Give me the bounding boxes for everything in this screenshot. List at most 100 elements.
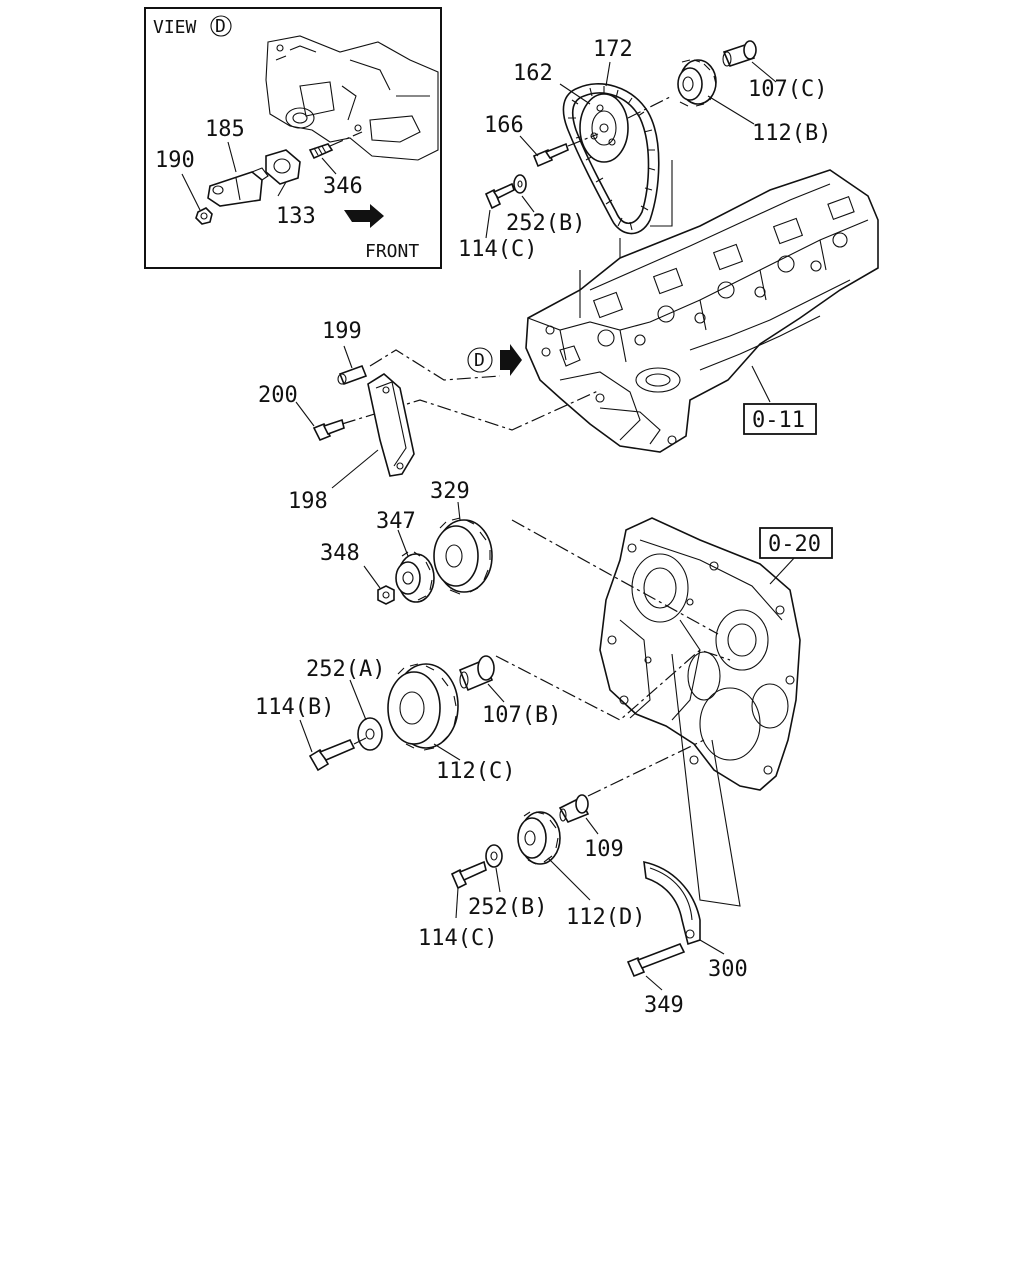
label-107b: 107(B) — [482, 703, 561, 728]
label-112d: 112(D) — [566, 905, 645, 930]
bolt-114c-bottom — [450, 860, 487, 890]
leader-349 — [645, 975, 663, 991]
view-marker-circle — [467, 347, 493, 373]
leader-252b-bottom — [495, 867, 501, 893]
chain-guide-300 — [643, 860, 701, 946]
bolt-114c-top — [484, 182, 515, 210]
gear-112b — [677, 59, 717, 107]
label-329: 329 — [430, 479, 470, 504]
leader-112d — [547, 857, 591, 901]
cam-sprocket-162 — [579, 93, 629, 163]
front-arrow-icon — [344, 204, 384, 228]
leader-114b — [299, 719, 313, 753]
leader-114c-top — [485, 209, 491, 239]
label-349: 349 — [644, 993, 684, 1018]
label-185: 185 — [205, 117, 245, 142]
chain-guide-line — [650, 160, 673, 227]
inset-gasket-133 — [265, 149, 301, 185]
sprocket-gear-axis — [627, 95, 673, 119]
front-label: FRONT — [365, 241, 419, 262]
ref-cover: 0-20 — [768, 532, 821, 557]
label-252b-bottom: 252(B) — [468, 895, 547, 920]
inset-view-letter: D — [215, 16, 226, 37]
leader-329 — [457, 501, 461, 521]
washer-252a — [357, 717, 383, 751]
inset-stud-346 — [308, 131, 363, 160]
inset-view-circle — [210, 15, 232, 37]
bolt-200 — [312, 418, 345, 442]
label-252a: 252(A) — [306, 657, 385, 682]
leader-200 — [295, 401, 315, 427]
label-200: 200 — [258, 383, 298, 408]
cylinder-head-assembly — [525, 169, 879, 453]
gear-329 — [433, 517, 493, 595]
label-114c-bottom: 114(C) — [418, 926, 497, 951]
washer-252b-bottom — [485, 844, 503, 868]
leader-347 — [397, 529, 409, 557]
bolt-114b — [308, 737, 367, 772]
leader-112c — [433, 743, 461, 761]
chain-guide-198 — [367, 373, 415, 477]
leader-ref-cover — [769, 555, 797, 585]
leader-162 — [559, 83, 591, 105]
leader-172 — [605, 61, 611, 87]
leader-199 — [343, 345, 353, 369]
label-114b: 114(B) — [255, 695, 334, 720]
pin-199 — [337, 364, 368, 386]
label-109: 109 — [584, 837, 624, 862]
bushing-109 — [558, 794, 590, 824]
label-346: 346 — [323, 174, 363, 199]
leader-198 — [331, 449, 379, 489]
timing-case-assembly — [599, 517, 801, 791]
inset-block-fragment — [265, 35, 439, 161]
label-133: 133 — [276, 204, 316, 229]
view-marker-letter: D — [474, 350, 485, 371]
leader-112b — [707, 95, 755, 125]
bushing-107b — [458, 655, 495, 692]
bolt-166 — [532, 133, 599, 168]
label-172: 172 — [593, 37, 633, 62]
inset-view-d: VIEW D — [144, 7, 442, 269]
leader-252b-top — [521, 195, 535, 213]
label-162: 162 — [513, 61, 553, 86]
timing-chain-172 — [562, 83, 660, 235]
bushing-107c — [722, 40, 757, 67]
ref-box-head — [743, 403, 817, 435]
axis-107b — [495, 649, 731, 721]
axis-109 — [587, 739, 705, 797]
ref-box-cover — [759, 527, 833, 559]
leader-300 — [699, 939, 725, 955]
gear-347 — [395, 551, 435, 603]
leader-114c-bottom — [455, 887, 459, 919]
label-166: 166 — [484, 113, 524, 138]
label-107c: 107(C) — [748, 77, 827, 102]
leader-166 — [519, 135, 539, 157]
inset-nut-190 — [195, 207, 213, 225]
leader-107c — [751, 61, 777, 83]
label-112b: 112(B) — [752, 121, 831, 146]
label-347: 347 — [376, 509, 416, 534]
label-199: 199 — [322, 319, 362, 344]
washer-252b-top — [513, 174, 527, 194]
label-198: 198 — [288, 489, 328, 514]
bolt-349 — [626, 942, 686, 978]
ref-head: 0-11 — [752, 408, 805, 433]
leader-ref-head — [751, 365, 771, 403]
axis-199 — [369, 349, 501, 381]
gear-112c — [387, 663, 459, 751]
axis-200 — [341, 389, 601, 431]
leader-252a — [349, 679, 367, 721]
view-marker-arrow-icon — [500, 344, 522, 376]
leader-107b — [487, 683, 505, 703]
leader-109 — [585, 817, 599, 835]
label-300: 300 — [708, 957, 748, 982]
label-252b-top: 252(B) — [506, 211, 585, 236]
inset-title: VIEW — [153, 17, 197, 38]
label-112c: 112(C) — [436, 759, 515, 784]
leader-348 — [363, 565, 381, 589]
label-348: 348 — [320, 541, 360, 566]
label-114c-top: 114(C) — [458, 237, 537, 262]
inset-tensioner-185 — [207, 167, 269, 207]
nut-348 — [377, 585, 395, 605]
